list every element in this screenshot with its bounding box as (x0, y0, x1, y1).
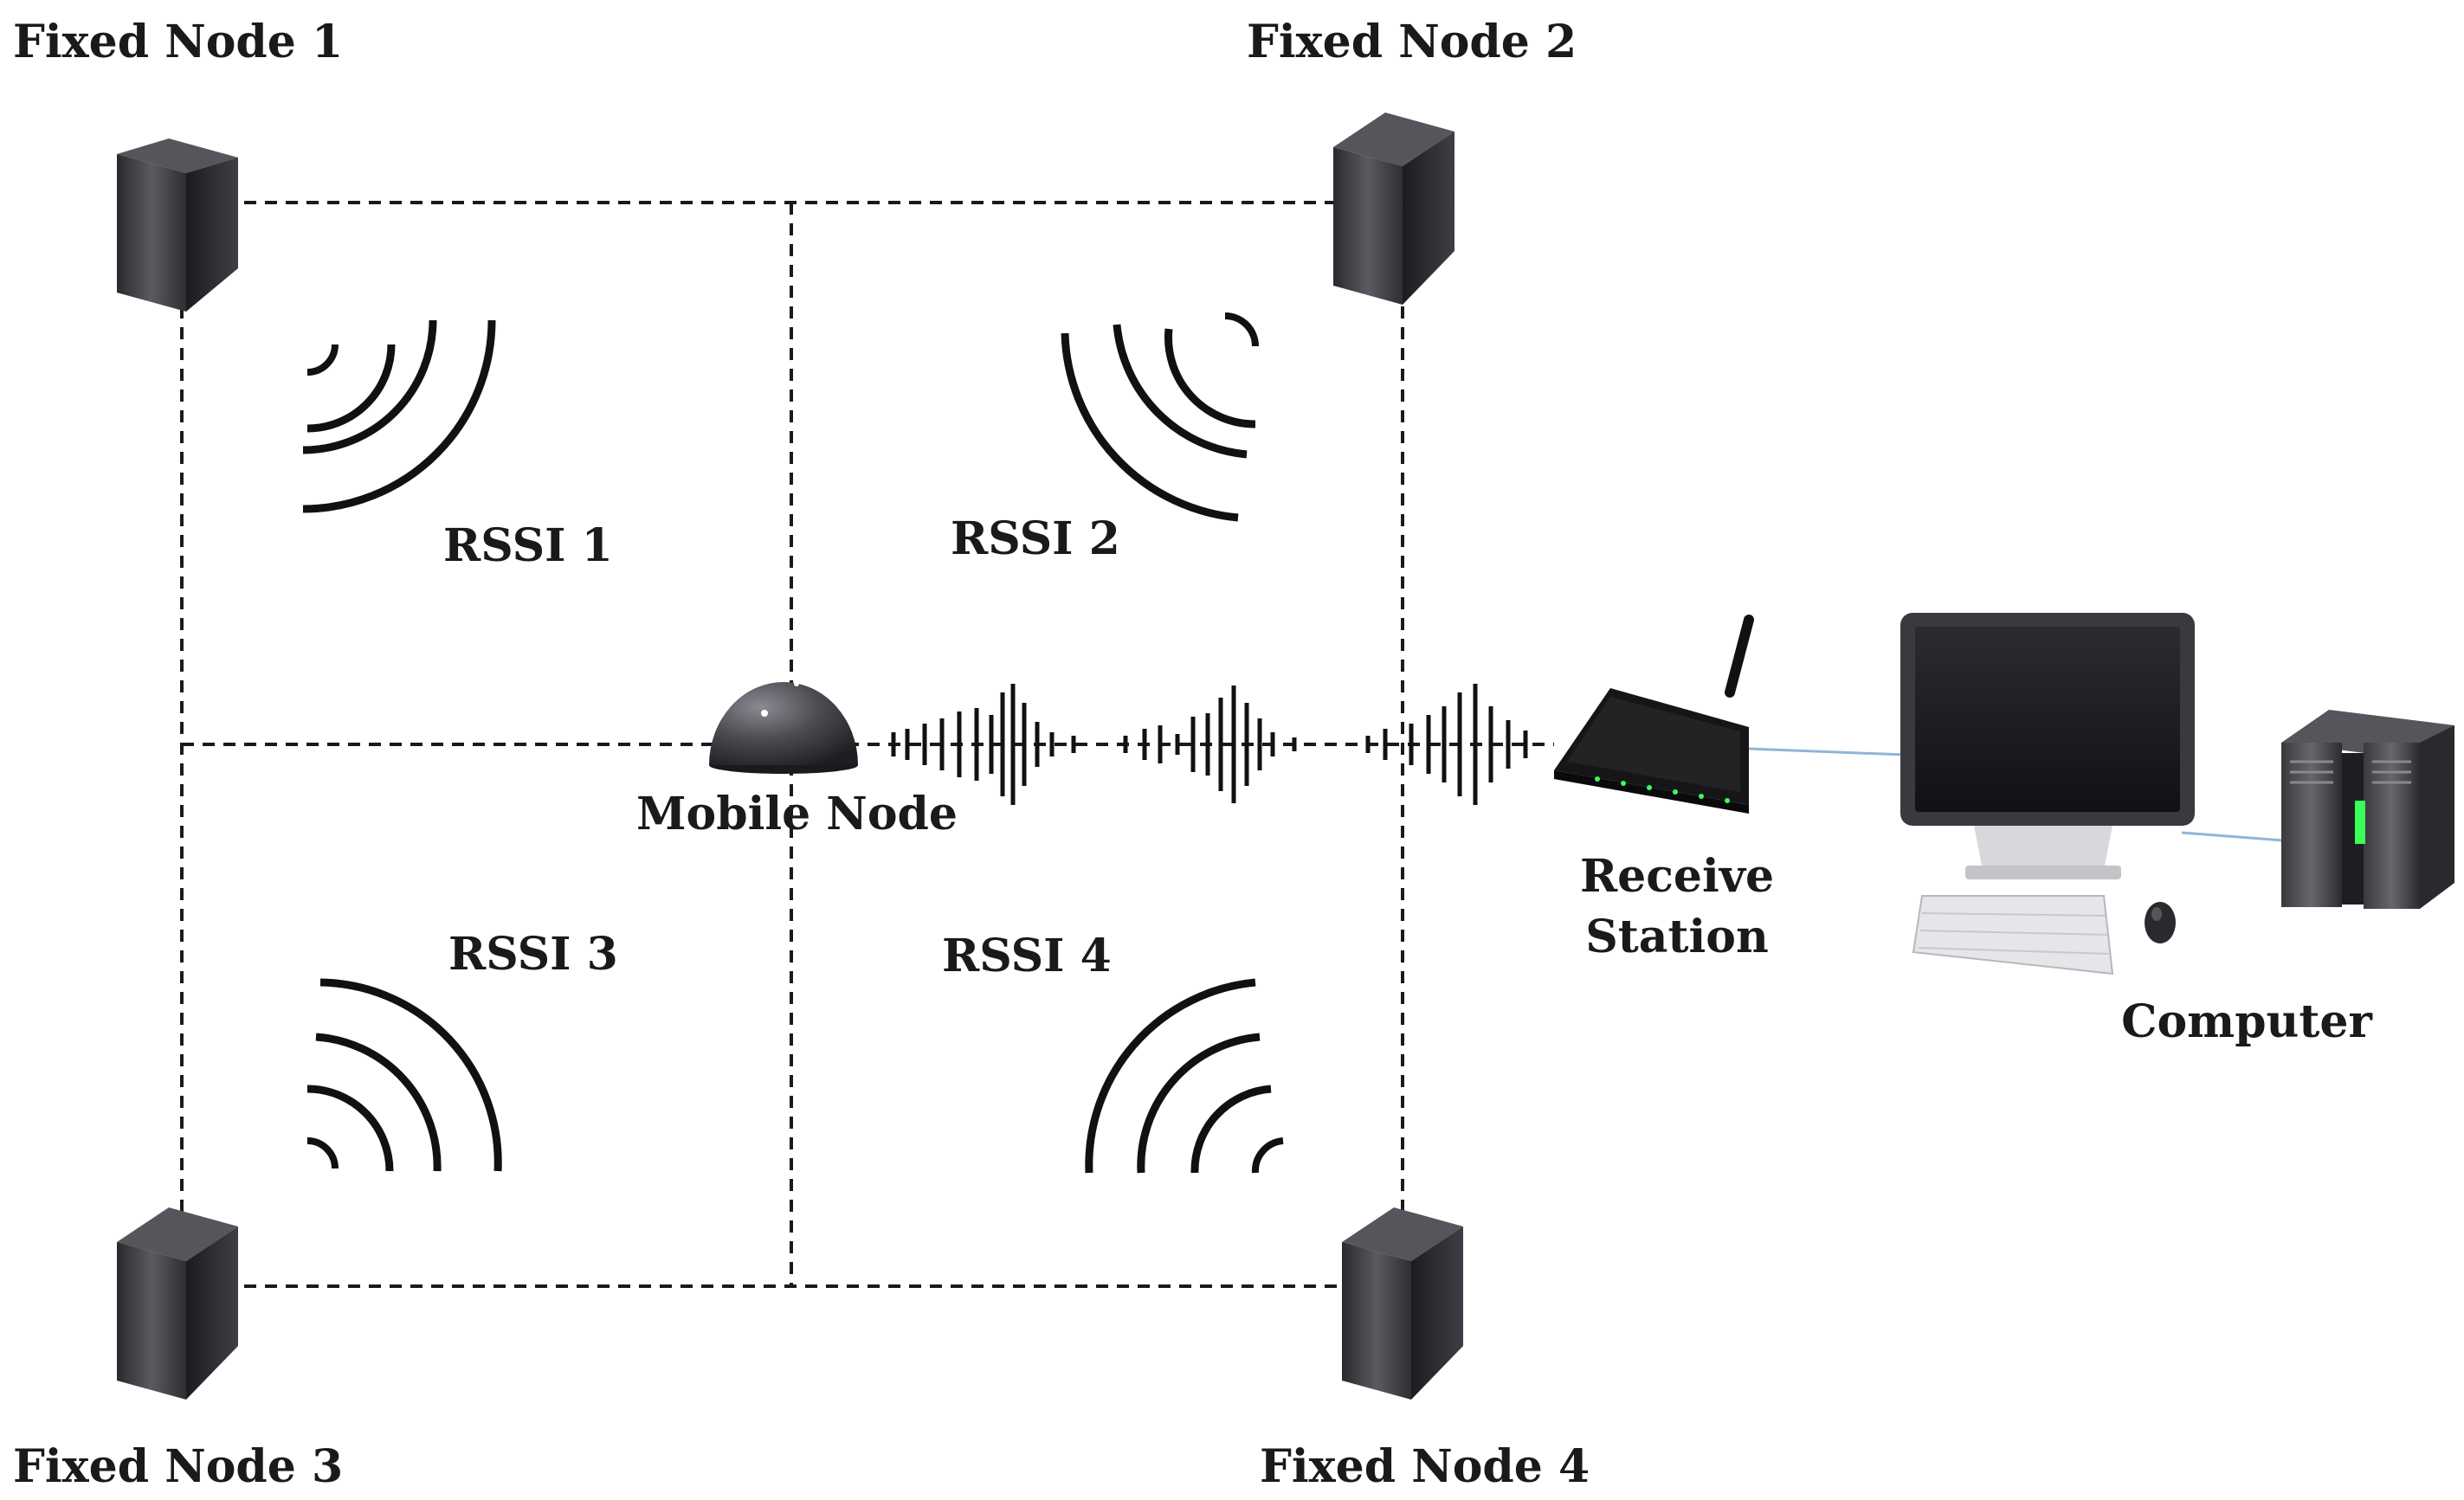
wave-icon-rssi-2 (1061, 312, 1259, 522)
receive-station-label-line1: Receive (1580, 850, 1774, 903)
keyboard-icon (1912, 895, 2114, 975)
fixed-node-2 (1333, 113, 1455, 305)
rssi-2-label: RSSI 2 (951, 512, 1120, 565)
rssi-4-label: RSSI 4 (942, 930, 1112, 982)
fixed-node-4 (1342, 1207, 1463, 1400)
computer (1900, 613, 2454, 975)
receive-station (1554, 615, 1754, 814)
receive-station-label-line2: Station (1585, 911, 1769, 963)
mouse-icon (2145, 902, 2176, 943)
mobile-node (709, 681, 858, 774)
router-icon (1554, 615, 1754, 814)
pc-tower-icon (2281, 710, 2454, 909)
wave-icon-rssi-4 (1085, 978, 1284, 1174)
fixed-node-3 (117, 1207, 238, 1400)
computer-label: Computer (2121, 995, 2372, 1048)
tower-icon (1342, 1207, 1463, 1400)
signal-pulse (891, 684, 1528, 805)
mobile-node-label: Mobile Node (636, 788, 958, 840)
dome-icon (709, 681, 858, 774)
fixed-node-1-label: Fixed Node 1 (13, 16, 343, 68)
rssi-1-label: RSSI 1 (443, 519, 613, 572)
fixed-node-4-label: Fixed Node 4 (1260, 1440, 1590, 1493)
fixed-node-1 (117, 138, 238, 312)
tower-icon (117, 1207, 238, 1400)
fixed-node-2-label: Fixed Node 2 (1247, 16, 1577, 68)
tower-icon (117, 138, 238, 312)
rssi-3-label: RSSI 3 (448, 928, 618, 981)
tower-icon (1333, 113, 1455, 305)
network-cable (1748, 747, 2295, 843)
wave-icon-rssi-1 (302, 319, 496, 513)
monitor-icon (1900, 613, 2195, 879)
fixed-node-3-label: Fixed Node 3 (13, 1440, 343, 1493)
wave-icon-rssi-3 (306, 978, 502, 1172)
